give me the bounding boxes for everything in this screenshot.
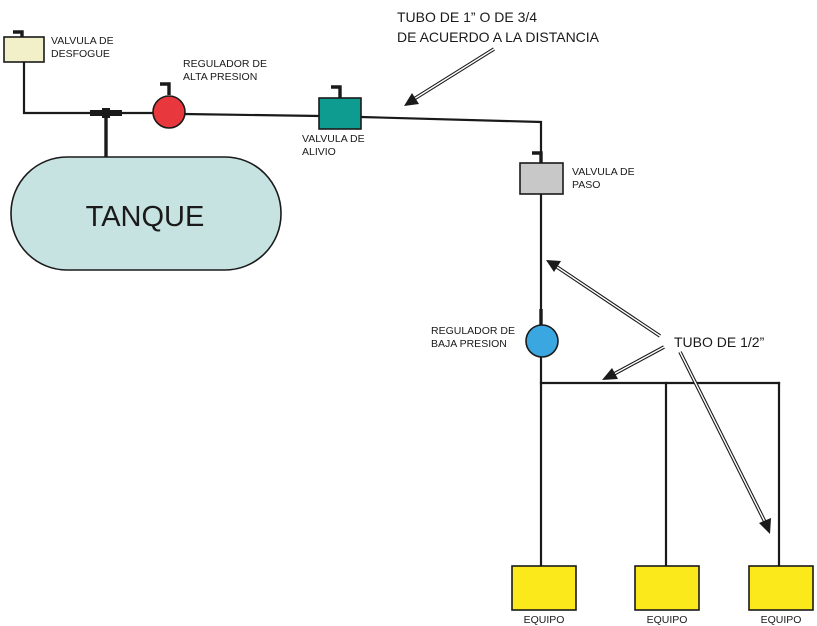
main-pipe-arrow xyxy=(404,47,495,106)
main-pipe-annotation: TUBO DE 1” O DE 3/4 DE ACUERDO A LA DIST… xyxy=(397,9,600,45)
high-pressure-regulator: REGULADOR DE ALTA PRESION xyxy=(152,58,270,129)
pipe-network xyxy=(22,60,781,568)
desfogue-valve-body xyxy=(3,36,45,63)
tank-label: TANQUE xyxy=(86,201,205,233)
relief-valve: VALVULA DE ALIVIO xyxy=(302,85,368,158)
desfogue-valve: VALVULA DE DESFOGUE xyxy=(3,30,117,63)
high-pressure-regulator-label: REGULADOR DE ALTA PRESION xyxy=(183,58,270,83)
branch-pipe-annotation: TUBO DE 1/2” xyxy=(674,334,765,350)
vent-pipe xyxy=(22,60,156,115)
equipment-2-body xyxy=(634,565,700,611)
tee-fitting xyxy=(90,108,122,118)
equipment-3: EQUIPO xyxy=(748,565,814,626)
low-pressure-regulator-body xyxy=(525,324,559,358)
desfogue-valve-label: VALVULA DE DESFOGUE xyxy=(51,35,117,60)
low-pressure-regulator-label: REGULADOR DE BAJA PRESION xyxy=(431,325,518,350)
branch-pipe-arrow-3 xyxy=(678,351,771,534)
main-pipe-segment-2 xyxy=(359,115,543,163)
pass-valve-body xyxy=(519,162,564,195)
pass-valve: VALVULA DE PASO xyxy=(519,151,638,195)
high-pressure-regulator-handle xyxy=(160,82,171,95)
high-pressure-regulator-body xyxy=(152,95,186,129)
branch-pipe-arrow-2 xyxy=(602,345,665,380)
desfogue-valve-handle xyxy=(13,30,24,37)
branch-pipe-arrow-1 xyxy=(546,260,662,338)
relief-valve-handle xyxy=(331,85,342,98)
equipment-2-label: EQUIPO xyxy=(647,614,688,626)
pass-valve-handle xyxy=(532,151,543,163)
tank: TANQUE xyxy=(10,156,282,271)
equipment-1: EQUIPO xyxy=(511,565,577,626)
relief-valve-body xyxy=(318,97,362,130)
pass-valve-label: VALVULA DE PASO xyxy=(572,166,638,191)
equipment-3-label: EQUIPO xyxy=(761,614,802,626)
equipment-1-body xyxy=(511,565,577,611)
annotation-arrows xyxy=(404,47,771,534)
equipment-2: EQUIPO xyxy=(634,565,700,626)
tank-body xyxy=(10,156,282,271)
relief-valve-label: VALVULA DE ALIVIO xyxy=(302,133,368,158)
low-pressure-regulator: REGULADOR DE BAJA PRESION xyxy=(431,324,559,358)
equipment-1-label: EQUIPO xyxy=(524,614,565,626)
equipment-3-body xyxy=(748,565,814,611)
main-pipe-segment-1 xyxy=(182,112,321,118)
